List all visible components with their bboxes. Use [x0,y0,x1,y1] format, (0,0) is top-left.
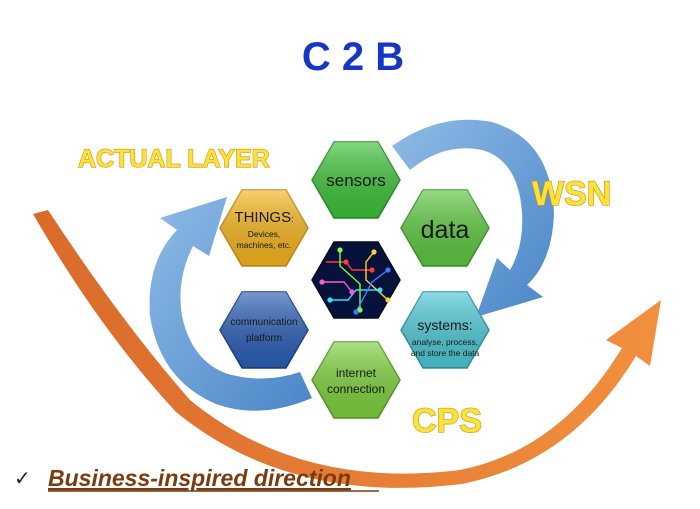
business-direction-text: Business-inspired direction [48,465,351,491]
hex-sensors: sensors [311,141,401,219]
hex-things: THINGS: Devices, machines, etc. [219,189,309,267]
actual-layer-label: ACTUAL LAYER [78,145,270,173]
hex-internet-line2: connection [327,382,385,396]
diagram-title: C 2 B [302,35,404,79]
cps-label: CPS [412,402,482,440]
checkmark-icon: ✓ [14,468,31,490]
hex-things-line1: Devices, [248,229,281,239]
hex-things-line2: machines, etc. [237,240,292,250]
hex-communication-line1: communication [230,317,297,328]
hex-communication-platform: communication platform [219,291,309,369]
hex-internet-connection: internet connection [311,341,401,419]
hex-systems-line2: and store the data [411,348,480,358]
cps-cycle-arrow [149,197,312,411]
wsn-label: WSN [532,175,611,213]
hex-data-title: data [421,216,470,244]
hex-things-title: THINGS: [234,209,293,226]
business-direction-arrow [33,210,661,488]
hex-sensors-title: sensors [326,171,386,190]
hex-internet-line1: internet [336,366,377,380]
hex-data: data [400,189,490,267]
hex-iot-center [311,241,401,319]
circuit-node-dots [319,247,391,315]
hex-systems-title: systems: [417,317,472,333]
hex-systems-line1: analyse, process, [412,337,478,347]
circuit-network-icon [322,250,389,313]
wsn-cycle-arrow [392,119,554,318]
hex-things-colon: : [291,214,294,224]
hex-communication-line2: platform [246,333,282,344]
hex-systems: systems: analyse, process, and store the… [400,291,490,369]
